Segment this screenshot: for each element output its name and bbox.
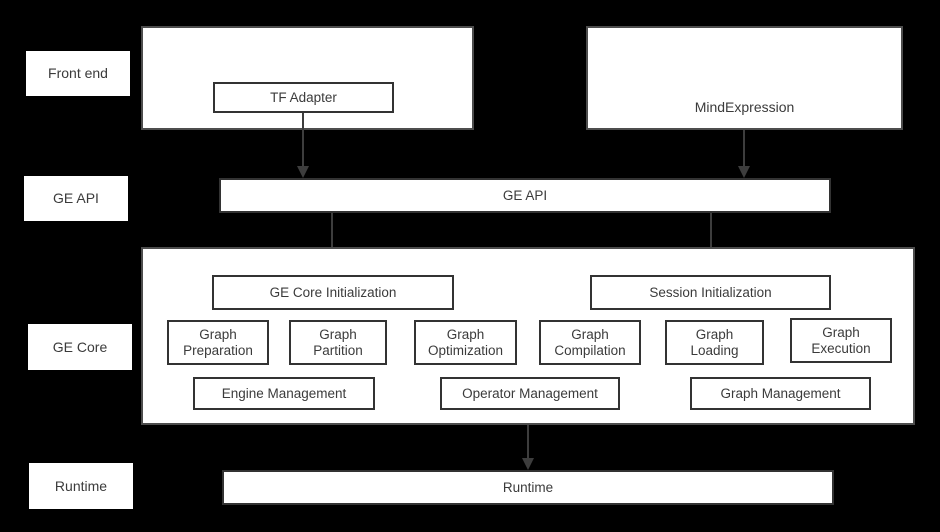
- mindexpression-panel: MindExpression: [586, 26, 903, 130]
- operator-management-box: Operator Management: [440, 377, 620, 410]
- tensorflow-panel: Tensorflow: [141, 26, 474, 130]
- ge-core-initialization-box: GE Core Initialization: [212, 275, 454, 310]
- runtime-bar: Runtime: [222, 470, 834, 505]
- layer-label-ge-core: GE Core: [28, 324, 132, 370]
- graph-compilation-box: Graph Compilation: [539, 320, 641, 365]
- layer-label-ge-api: GE API: [24, 176, 128, 221]
- graph-preparation-box: Graph Preparation: [167, 320, 269, 365]
- graph-loading-box: Graph Loading: [665, 320, 764, 365]
- graph-partition-box: Graph Partition: [289, 320, 387, 365]
- ge-api-bar: GE API: [219, 178, 831, 213]
- layer-label-front-end: Front end: [26, 51, 130, 96]
- graph-management-box: Graph Management: [690, 377, 871, 410]
- tf-adapter-box: TF Adapter: [213, 82, 394, 113]
- session-initialization-box: Session Initialization: [590, 275, 831, 310]
- graph-optimization-box: Graph Optimization: [414, 320, 517, 365]
- mindexpression-title: MindExpression: [694, 99, 795, 115]
- layer-label-runtime: Runtime: [29, 463, 133, 509]
- engine-management-box: Engine Management: [193, 377, 375, 410]
- graph-execution-box: Graph Execution: [790, 318, 892, 363]
